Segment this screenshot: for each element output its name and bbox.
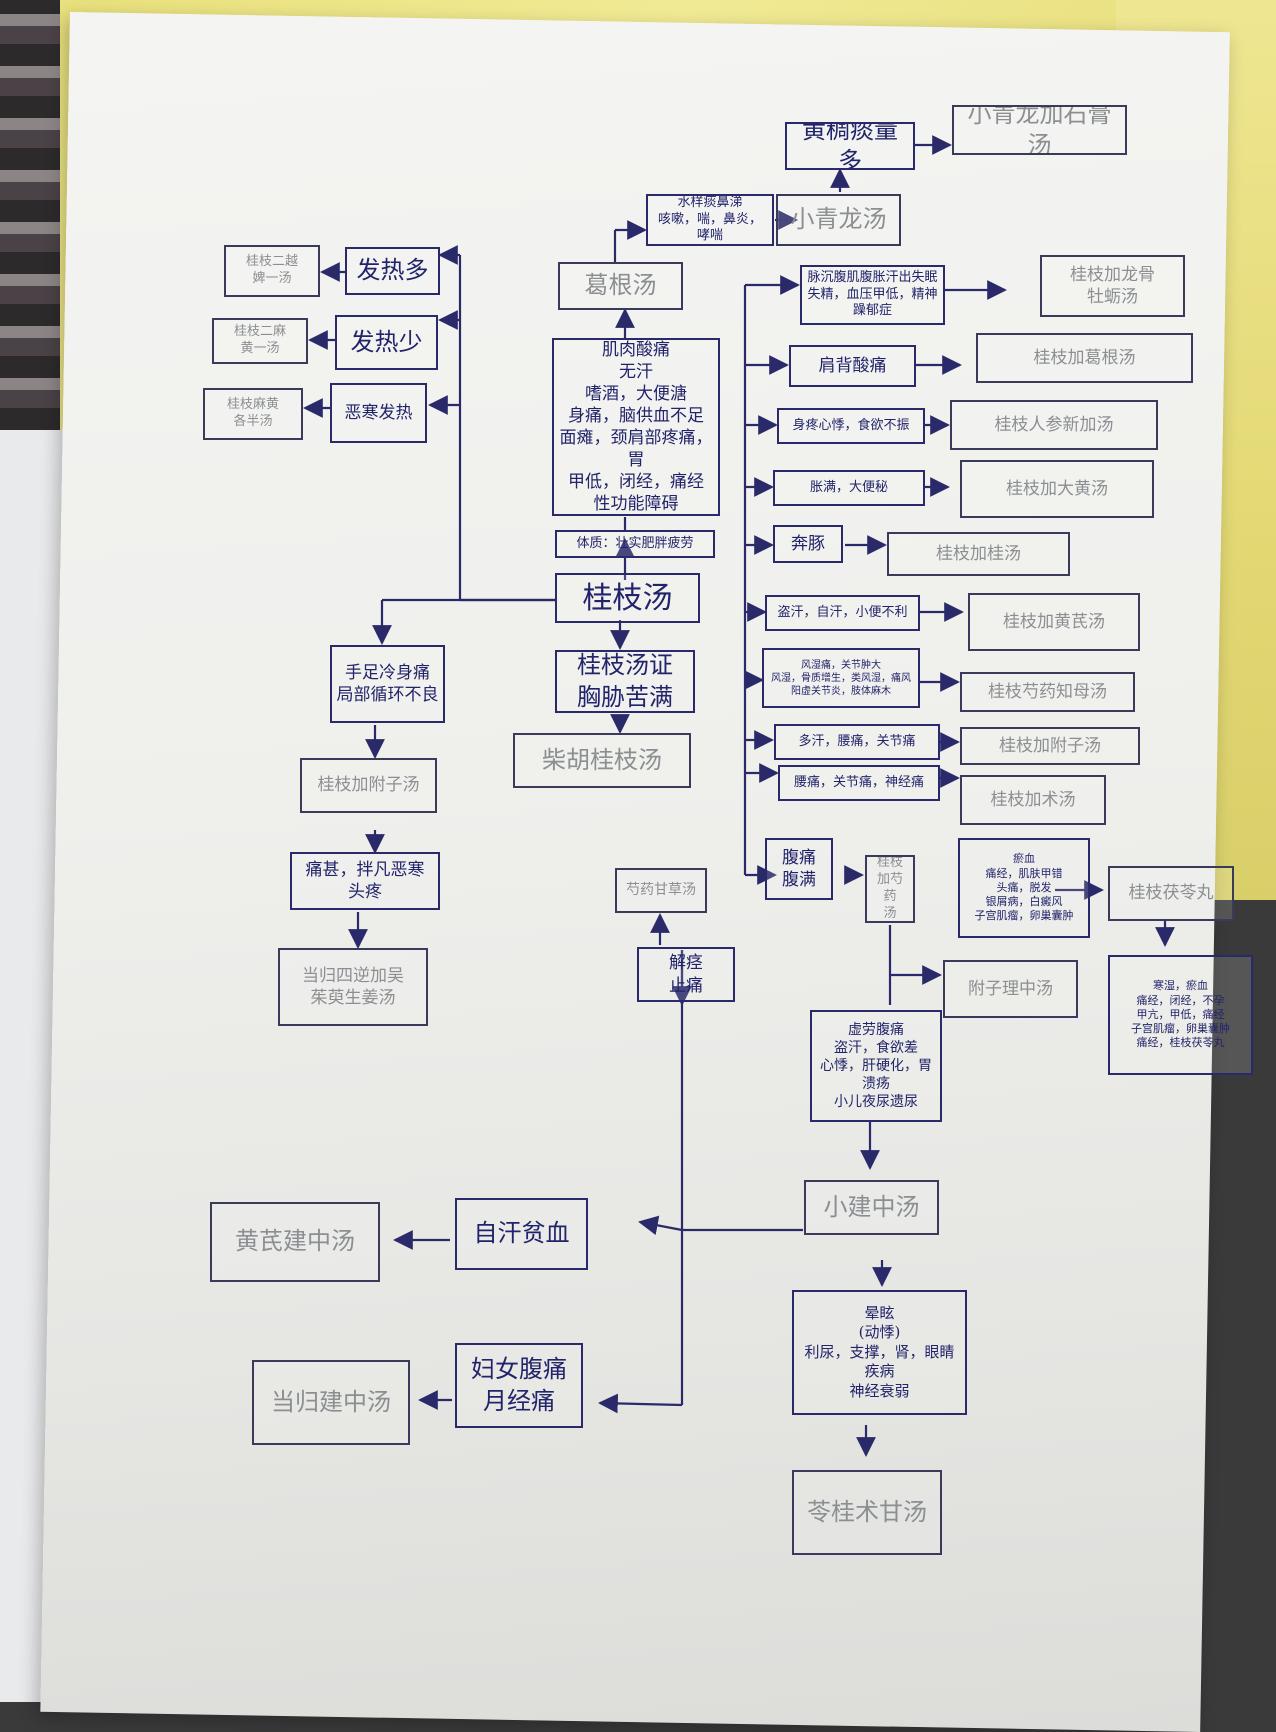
women-pain-node: 妇女腹痛 月经痛 bbox=[455, 1343, 583, 1428]
gegen-symptoms-node: 肌肉酸痛 无汗 嗜酒，大便溏 身痛，脑供血不足 面瘫，颈肩部疼痛，胃 甲低，闭经… bbox=[552, 338, 720, 516]
blood-stasis-node: 瘀血 痛经，肌肤甲错 头痛，脱发 银屑病，白癜风 子宫肌瘤，卵巢囊肿 bbox=[958, 838, 1090, 938]
fatigue-abdominal-node: 虚劳腹痛 盗汗，食欲差 心悸，肝硬化，胃溃疡 小儿夜尿遗尿 bbox=[810, 1010, 942, 1122]
guizhi-gegen-node: 桂枝加葛根汤 bbox=[976, 333, 1193, 383]
guizhi-ermahuang-node: 桂枝二麻 黄一汤 bbox=[212, 318, 308, 364]
guizhi-dahuang-node: 桂枝加大黄汤 bbox=[960, 460, 1154, 518]
cold-limbs-node: 手足冷身痛 局部循环不良 bbox=[330, 645, 445, 723]
danggui-sini-node: 当归四逆加吴 茱萸生姜汤 bbox=[278, 948, 428, 1026]
linggui-zhugan-node: 苓桂术甘汤 bbox=[792, 1470, 942, 1555]
chills-fever-node: 恶寒发热 bbox=[330, 383, 427, 443]
danggui-jianzhong-node: 当归建中汤 bbox=[252, 1360, 410, 1445]
xiaoqinglong-symptoms-node: 水样痰鼻涕 咳嗽，喘，鼻炎，哮喘 bbox=[646, 194, 774, 246]
waist-nerve-node: 腰痛，关节痛，神经痛 bbox=[778, 765, 940, 801]
fuzi-lizhong-node: 附子理中汤 bbox=[943, 960, 1078, 1018]
plaid-fabric-background bbox=[0, 0, 60, 460]
palpitation-node: 身疼心悸，食欲不振 bbox=[777, 408, 925, 444]
xiaoqinglong-tang-node: 小青龙汤 bbox=[776, 194, 901, 246]
cold-dampness-node: 寒湿，瘀血 痛经，闭经，不孕 甲亢，甲低，痛经 子宫肌瘤，卵巢囊肿 痛经，桂枝茯… bbox=[1108, 955, 1253, 1075]
guizhi-gui-node: 桂枝加桂汤 bbox=[887, 532, 1070, 576]
joint-pain-node: 风湿痛，关节肿大 风湿，骨质增生，类风湿，痛风 阳虚关节炎，肢体麻木 bbox=[762, 648, 920, 708]
yellow-phlegm-node: 黄稠痰量多 bbox=[785, 122, 915, 170]
guizhi-fuzi-node: 桂枝加附子汤 bbox=[300, 758, 437, 813]
guizhi-longgu-muli-node: 桂枝加龙骨 牡蛎汤 bbox=[1040, 255, 1185, 317]
bloating-constipation-node: 胀满，大便秘 bbox=[773, 470, 925, 506]
abdominal-pain-node: 腹痛 腹满 bbox=[765, 838, 833, 900]
huangqi-jianzhong-node: 黄芪建中汤 bbox=[210, 1202, 380, 1282]
edges bbox=[303, 135, 1175, 1457]
guizhi-fuzi-2-node: 桂枝加附子汤 bbox=[960, 727, 1140, 765]
guizhi-mahuang-geban-node: 桂枝麻黄 各半汤 bbox=[203, 388, 303, 440]
running-piglet-node: 奔豚 bbox=[773, 525, 843, 563]
xiao-jianzhong-node: 小建中汤 bbox=[804, 1180, 939, 1235]
guizhi-ermahuang-yi-node: 桂枝二越 婢一汤 bbox=[224, 245, 320, 297]
dizziness-node: 晕眩 (动悸) 利尿，支撑，肾，眼睛疾病 神经衰弱 bbox=[792, 1290, 967, 1415]
more-heat-node: 发热多 bbox=[345, 247, 440, 295]
back-pain-node: 肩背酸痛 bbox=[789, 345, 916, 387]
constitution-note: 体质：壮实肥胖疲劳 bbox=[555, 530, 715, 558]
guizhi-renshen-node: 桂枝人参新加汤 bbox=[950, 400, 1158, 450]
guizhi-syndrome-node: 桂枝汤证 胸胁苦满 bbox=[555, 650, 695, 713]
guizhi-zhu-node: 桂枝加术汤 bbox=[960, 775, 1106, 825]
guizhi-tang-node: 桂枝汤 bbox=[555, 573, 700, 623]
relieve-spasm-node: 解痉 止痛 bbox=[637, 947, 735, 1002]
shaoyao-gancao-node: 芍药甘草汤 bbox=[615, 868, 707, 913]
sweat-joint-node: 多汗，腰痛，关节痛 bbox=[774, 724, 940, 760]
xiaoqinglong-shigao-node: 小青龙加石膏汤 bbox=[952, 105, 1127, 155]
guizhi-huangqi-node: 桂枝加黄芪汤 bbox=[968, 593, 1140, 651]
spontaneous-sweat-node: 自汗贫血 bbox=[455, 1198, 588, 1270]
guizhi-shaoyao-zhimu-node: 桂枝芍药知母汤 bbox=[960, 672, 1135, 712]
chaihu-guizhi-node: 柴胡桂枝汤 bbox=[513, 733, 691, 788]
gegen-tang-node: 葛根汤 bbox=[558, 262, 683, 310]
severe-pain-node: 痛甚，拌凡恶寒 头疼 bbox=[290, 852, 440, 910]
guizhi-fuling-node: 桂枝茯苓丸 bbox=[1108, 866, 1234, 921]
guizhi-shaoyao-node: 桂枝 加芍药 汤 bbox=[865, 855, 915, 923]
less-heat-node: 发热少 bbox=[335, 315, 438, 370]
pulse-symptoms-node: 脉沉腹肌腹胀汗出失眠 失精，血压甲低，精神躁郁症 bbox=[800, 265, 945, 325]
night-sweat-node: 盗汗，自汗，小便不利 bbox=[765, 595, 920, 631]
